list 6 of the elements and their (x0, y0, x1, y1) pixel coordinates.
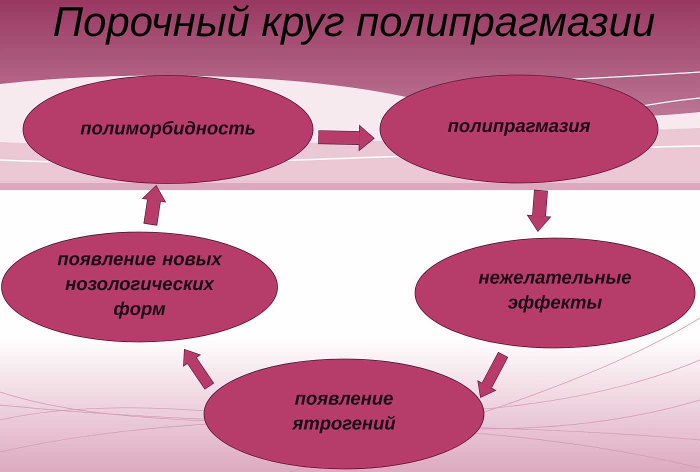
block-arrow (183, 348, 214, 390)
block-arrow (318, 124, 375, 152)
block-arrow (477, 352, 508, 398)
title: Порочный круг полипрагмазии (54, 5, 654, 45)
block-arrow (526, 190, 552, 232)
block-arrow (142, 184, 166, 226)
